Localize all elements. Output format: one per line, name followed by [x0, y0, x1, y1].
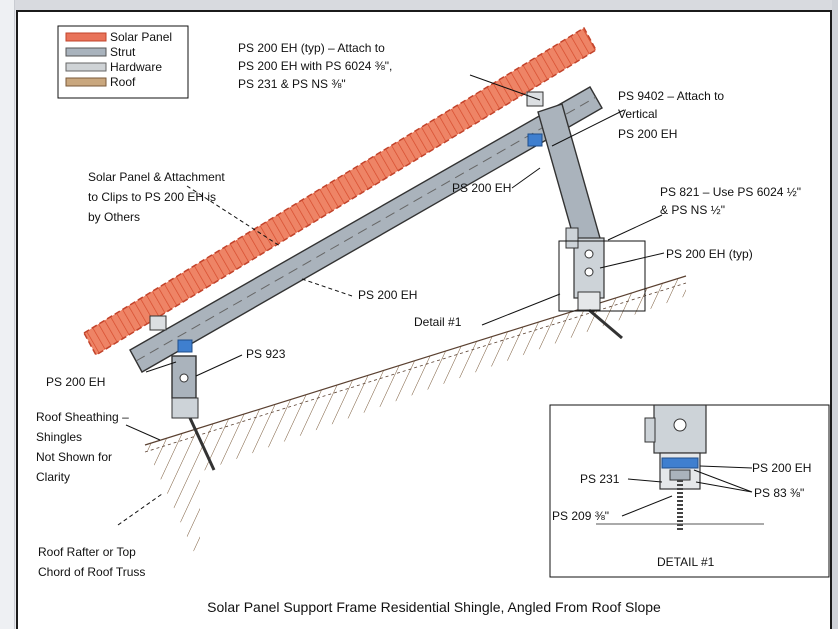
note-rafter-line2: Chord of Roof Truss — [38, 565, 145, 579]
note-sheathing-line4: Clarity — [36, 470, 70, 484]
callout-eh-right-typ: PS 200 EH (typ) — [666, 247, 753, 261]
legend-swatch-hardware — [65, 62, 107, 72]
callout-821-line1: PS 821 – Use PS 6024 ½" — [660, 185, 801, 199]
lower-vertical-strut — [171, 355, 216, 471]
detail-label-ps83: PS 83 ⅜" — [754, 486, 804, 500]
callout-eh-typ-line1: PS 200 EH (typ) – Attach to — [238, 41, 385, 55]
detail-1-panel: PS 200 EH PS 231 PS 83 ⅜" PS 209 ⅜" DETA… — [549, 404, 830, 578]
legend: Solar Panel Strut Hardware Roof — [57, 25, 189, 99]
callouts: PS 200 EH (typ) – Attach to PS 200 EH wi… — [36, 41, 801, 579]
window-top-strip — [0, 0, 838, 10]
note-rafter-line1: Roof Rafter or Top — [38, 545, 136, 559]
legend-label-solar: Solar Panel — [110, 30, 172, 44]
callout-eh-typ-line3: PS 231 & PS NS ⅜" — [238, 77, 346, 91]
leader-lines — [117, 74, 665, 526]
left-background-panel — [0, 0, 15, 629]
callout-821-line2: & PS NS ½" — [660, 203, 725, 217]
detail-title: DETAIL #1 — [657, 555, 715, 569]
note-sheathing-line1: Roof Sheathing – — [36, 410, 129, 424]
callout-9402-line1: PS 9402 – Attach to — [618, 89, 724, 103]
right-scroll-edge — [832, 0, 838, 629]
upper-vertical-strut — [537, 103, 623, 340]
detail-label-ps231: PS 231 — [580, 472, 620, 486]
panel-clips — [149, 91, 544, 353]
callout-9402-line2: Vertical — [618, 107, 657, 121]
legend-swatch-strut — [65, 47, 107, 57]
legend-label-roof: Roof — [110, 75, 136, 89]
legend-label-hardware: Hardware — [110, 60, 162, 74]
legend-label-strut: Strut — [110, 45, 136, 59]
note-panel-line2: to Clips to PS 200 EH is — [88, 190, 216, 204]
note-sheathing-line2: Shingles — [36, 430, 82, 444]
callout-detail1: Detail #1 — [414, 315, 462, 329]
note-panel-line3: by Others — [88, 210, 140, 224]
detail-box-marker — [558, 240, 646, 312]
detail-label-eh: PS 200 EH — [752, 461, 811, 475]
callout-ps923: PS 923 — [246, 347, 286, 361]
callout-eh-typ-line2: PS 200 EH with PS 6024 ⅜", — [238, 59, 392, 73]
legend-swatch-solar — [65, 32, 107, 42]
solar-panel — [82, 26, 598, 357]
callout-9402-line3: PS 200 EH — [618, 127, 677, 141]
callout-eh-upper: PS 200 EH — [452, 181, 511, 195]
note-panel-line1: Solar Panel & Attachment — [88, 170, 225, 184]
main-strut — [129, 86, 603, 373]
legend-swatch-roof — [65, 77, 107, 87]
callout-eh-left: PS 200 EH — [46, 375, 105, 389]
detail-label-ps209: PS 209 ⅜" — [552, 509, 609, 523]
note-sheathing-line3: Not Shown for — [36, 450, 112, 464]
figure-caption: Solar Panel Support Frame Residential Sh… — [207, 599, 661, 615]
callout-eh-strut: PS 200 EH — [358, 288, 417, 302]
